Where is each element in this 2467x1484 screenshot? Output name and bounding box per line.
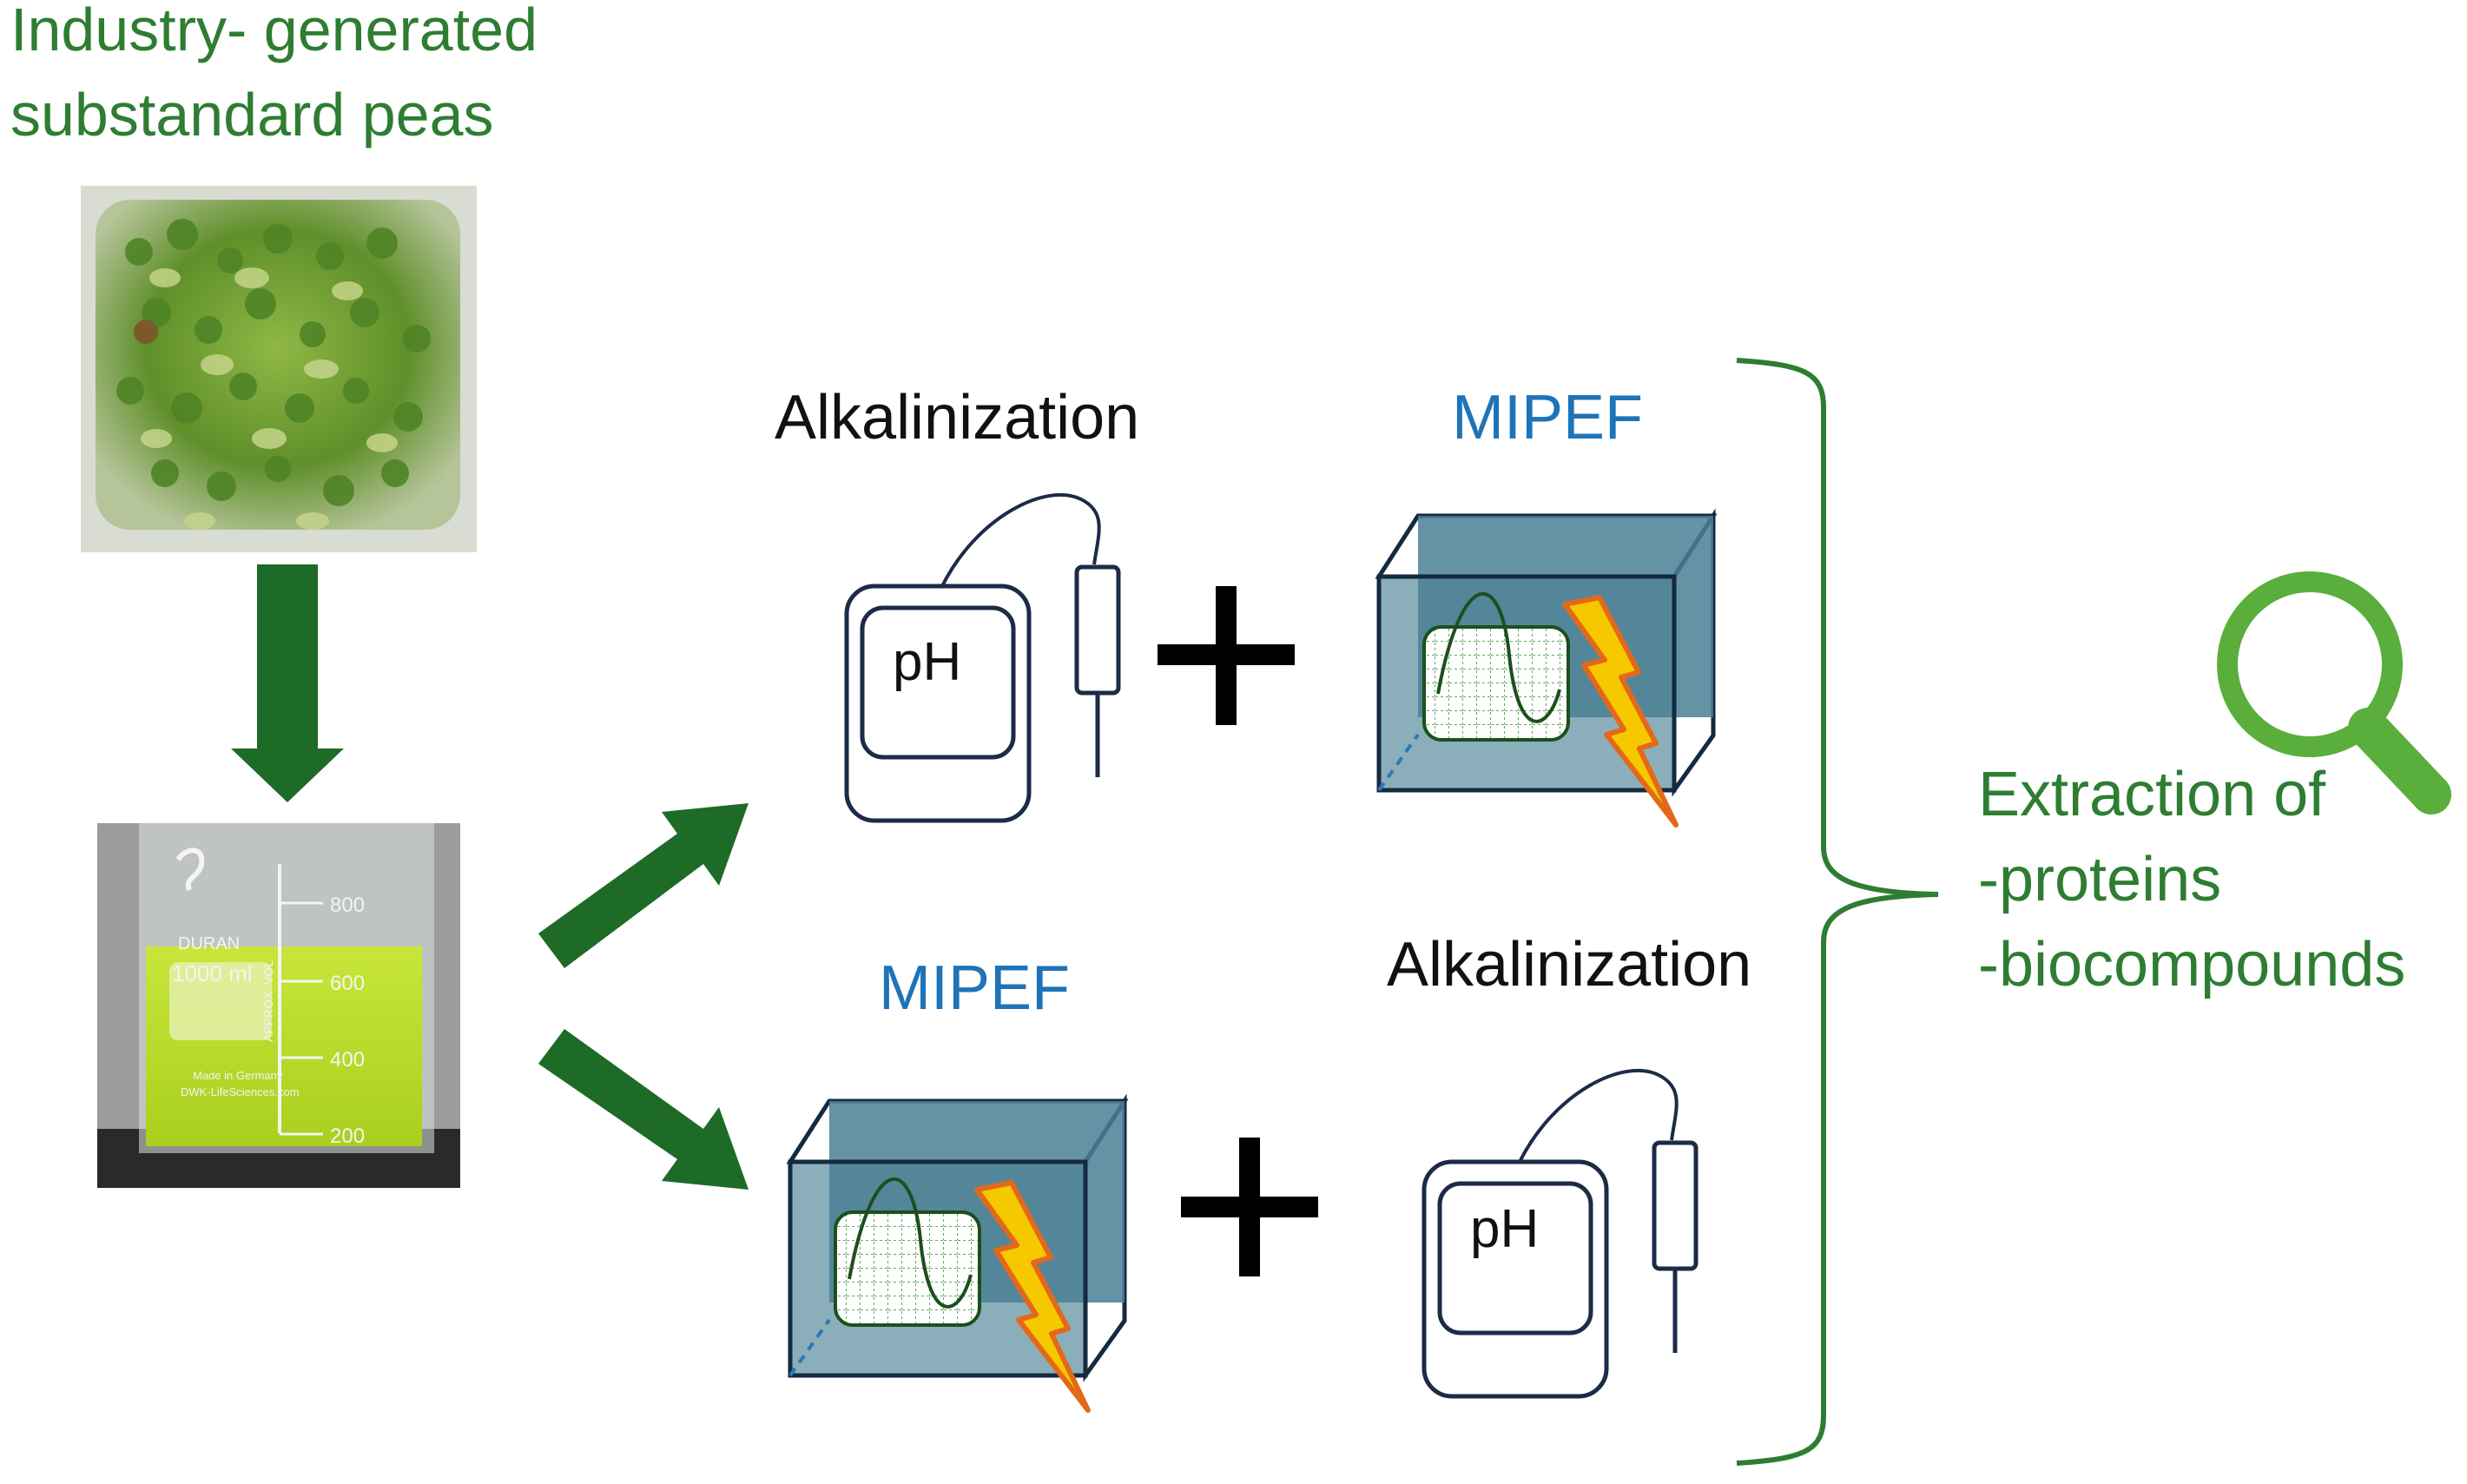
pea-photo: [81, 186, 477, 552]
beaker-tick-800: 800: [330, 894, 365, 917]
arrow-diagonal-down-icon: [538, 1029, 749, 1190]
source-title-line1: Industry- generated: [10, 0, 538, 63]
plus-icon-bottom: [1181, 1138, 1318, 1276]
result-line1: Extraction of: [1978, 760, 2326, 829]
top-step2-label: MIPEF: [1452, 383, 1644, 452]
ph-meter-icon: [847, 495, 1118, 821]
top-step1-label: Alkalinization: [775, 383, 1140, 452]
top-meter-label: pH: [893, 632, 961, 692]
pulsed-field-chamber-icon: [1379, 516, 1713, 790]
bottom-meter-label: pH: [1470, 1199, 1539, 1259]
bottom-step1-label: MIPEF: [879, 953, 1071, 1023]
beaker-approx: APPROX. VOL: [261, 960, 275, 1042]
beaker-brand: DURAN: [178, 934, 240, 953]
beaker-volume: 1000 ml: [172, 960, 253, 986]
result-line3: -biocompounds: [1978, 930, 2406, 999]
result-line2: -proteins: [1978, 845, 2222, 914]
plus-icon: [1158, 586, 1295, 725]
bottom-step2-label: Alkalinization: [1387, 930, 1752, 999]
source-title-line2: substandard peas: [10, 81, 494, 148]
brace-icon: [1736, 358, 1939, 1466]
beaker-photo: 800 600 400 200 DURAN 1000 ml Made in Ge…: [97, 823, 460, 1188]
beaker-site: DWK-LifeSciences.com: [181, 1085, 300, 1098]
beaker-tick-200: 200: [330, 1125, 365, 1148]
beaker-made-in: Made in Germany: [193, 1069, 283, 1082]
arrow-diagonal-up-icon: [538, 803, 749, 968]
ph-meter-icon-bottom: [1424, 1071, 1696, 1396]
magnifier-icon: [2217, 571, 2451, 815]
beaker-tick-600: 600: [330, 972, 365, 995]
pulsed-field-chamber-icon-bottom: [790, 1101, 1125, 1375]
beaker-tick-400: 400: [330, 1048, 365, 1072]
arrow-down-icon: [231, 564, 344, 802]
